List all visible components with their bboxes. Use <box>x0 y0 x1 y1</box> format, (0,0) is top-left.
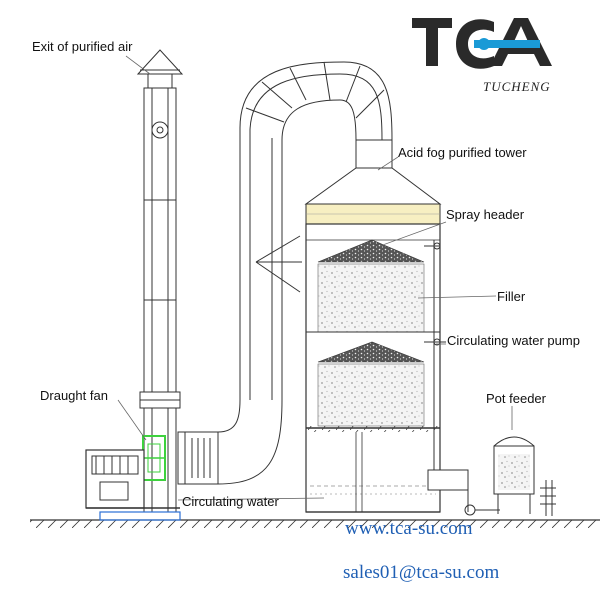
label-draught-fan: Draught fan <box>40 388 108 403</box>
label-pot-feeder: Pot feeder <box>486 391 546 406</box>
label-filler: Filler <box>497 289 526 304</box>
label-exit-of-purified-air: Exit of purified air <box>32 39 133 54</box>
air-duct <box>177 61 393 485</box>
exhaust-chimney <box>136 49 184 513</box>
label-acid-fog-purified-tower: Acid fog purified tower <box>398 145 527 160</box>
circulating-piping <box>424 240 500 516</box>
label-circulating-water-pump: Circulating water pump <box>447 333 580 348</box>
lower-spray-header <box>317 341 425 363</box>
website-link[interactable]: www.tca-su.com <box>345 518 473 539</box>
draught-fan <box>85 435 181 521</box>
upper-spray-header <box>317 239 425 263</box>
email-link[interactable]: sales01@tca-su.com <box>343 562 500 583</box>
ground <box>30 519 600 528</box>
lower-filler <box>317 363 425 427</box>
tca-logo <box>412 18 552 69</box>
leader-lines <box>117 55 513 501</box>
purification-tower <box>304 167 442 513</box>
label-circulating-water: Circulating water <box>182 494 279 509</box>
pot-feeder <box>493 436 556 516</box>
brand-subtitle: TUCHENG <box>483 79 551 94</box>
upper-filler <box>317 263 425 333</box>
label-spray-header: Spray header <box>446 207 525 222</box>
